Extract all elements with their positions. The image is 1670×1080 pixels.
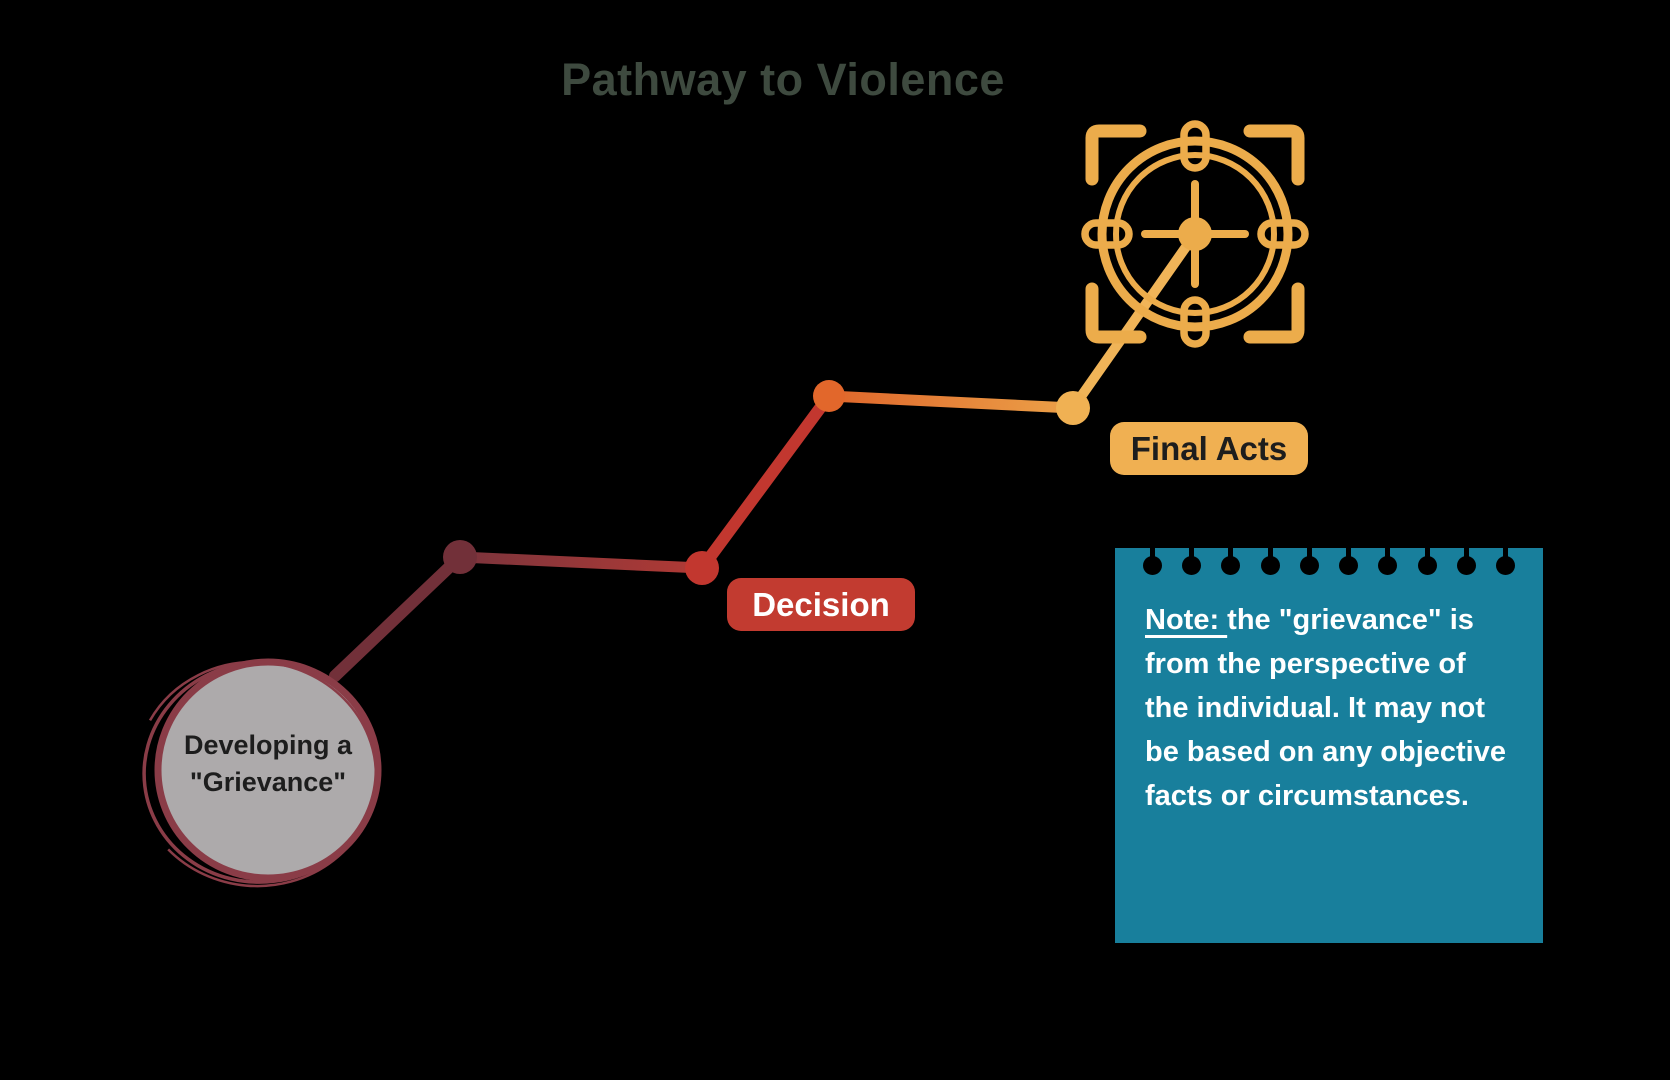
stage-label-final-acts: Final Acts [1110, 422, 1308, 475]
note-box: Note: the "grievance" is from the perspe… [1115, 547, 1543, 943]
punch-hole [1495, 547, 1515, 575]
pathway-line [329, 229, 1200, 682]
punch-hole [1221, 547, 1241, 575]
punch-hole [1456, 547, 1476, 575]
pathway-markers [443, 380, 1090, 585]
marker-grievance [443, 540, 477, 574]
note-prefix: Note: [1145, 604, 1228, 636]
punch-hole [1339, 547, 1359, 575]
page-title: Pathway to Violence [561, 54, 1005, 105]
marker-final-acts [1056, 391, 1090, 425]
grievance-label-line1: Developing a [183, 730, 353, 760]
punch-hole [1182, 547, 1202, 575]
note-body: the "grievance" is from the perspective … [1145, 604, 1506, 812]
grievance-label-line2: "Grievance" [189, 767, 347, 797]
punch-hole [1378, 547, 1398, 575]
punch-hole [1299, 547, 1319, 575]
grievance-circle [134, 658, 382, 888]
punch-hole [1260, 547, 1280, 575]
target-crosshair-icon [1081, 120, 1309, 348]
punch-hole [1143, 547, 1162, 575]
stage-label-grievance: Developing a "Grievance" [148, 727, 388, 801]
stage-label-decision: Decision [727, 578, 915, 631]
marker-decision [685, 551, 719, 585]
marker-escalation [813, 380, 845, 412]
punch-hole [1417, 547, 1437, 575]
notebook-punch-holes [1143, 547, 1515, 575]
note-text: Note: the "grievance" is from the perspe… [1145, 598, 1507, 818]
